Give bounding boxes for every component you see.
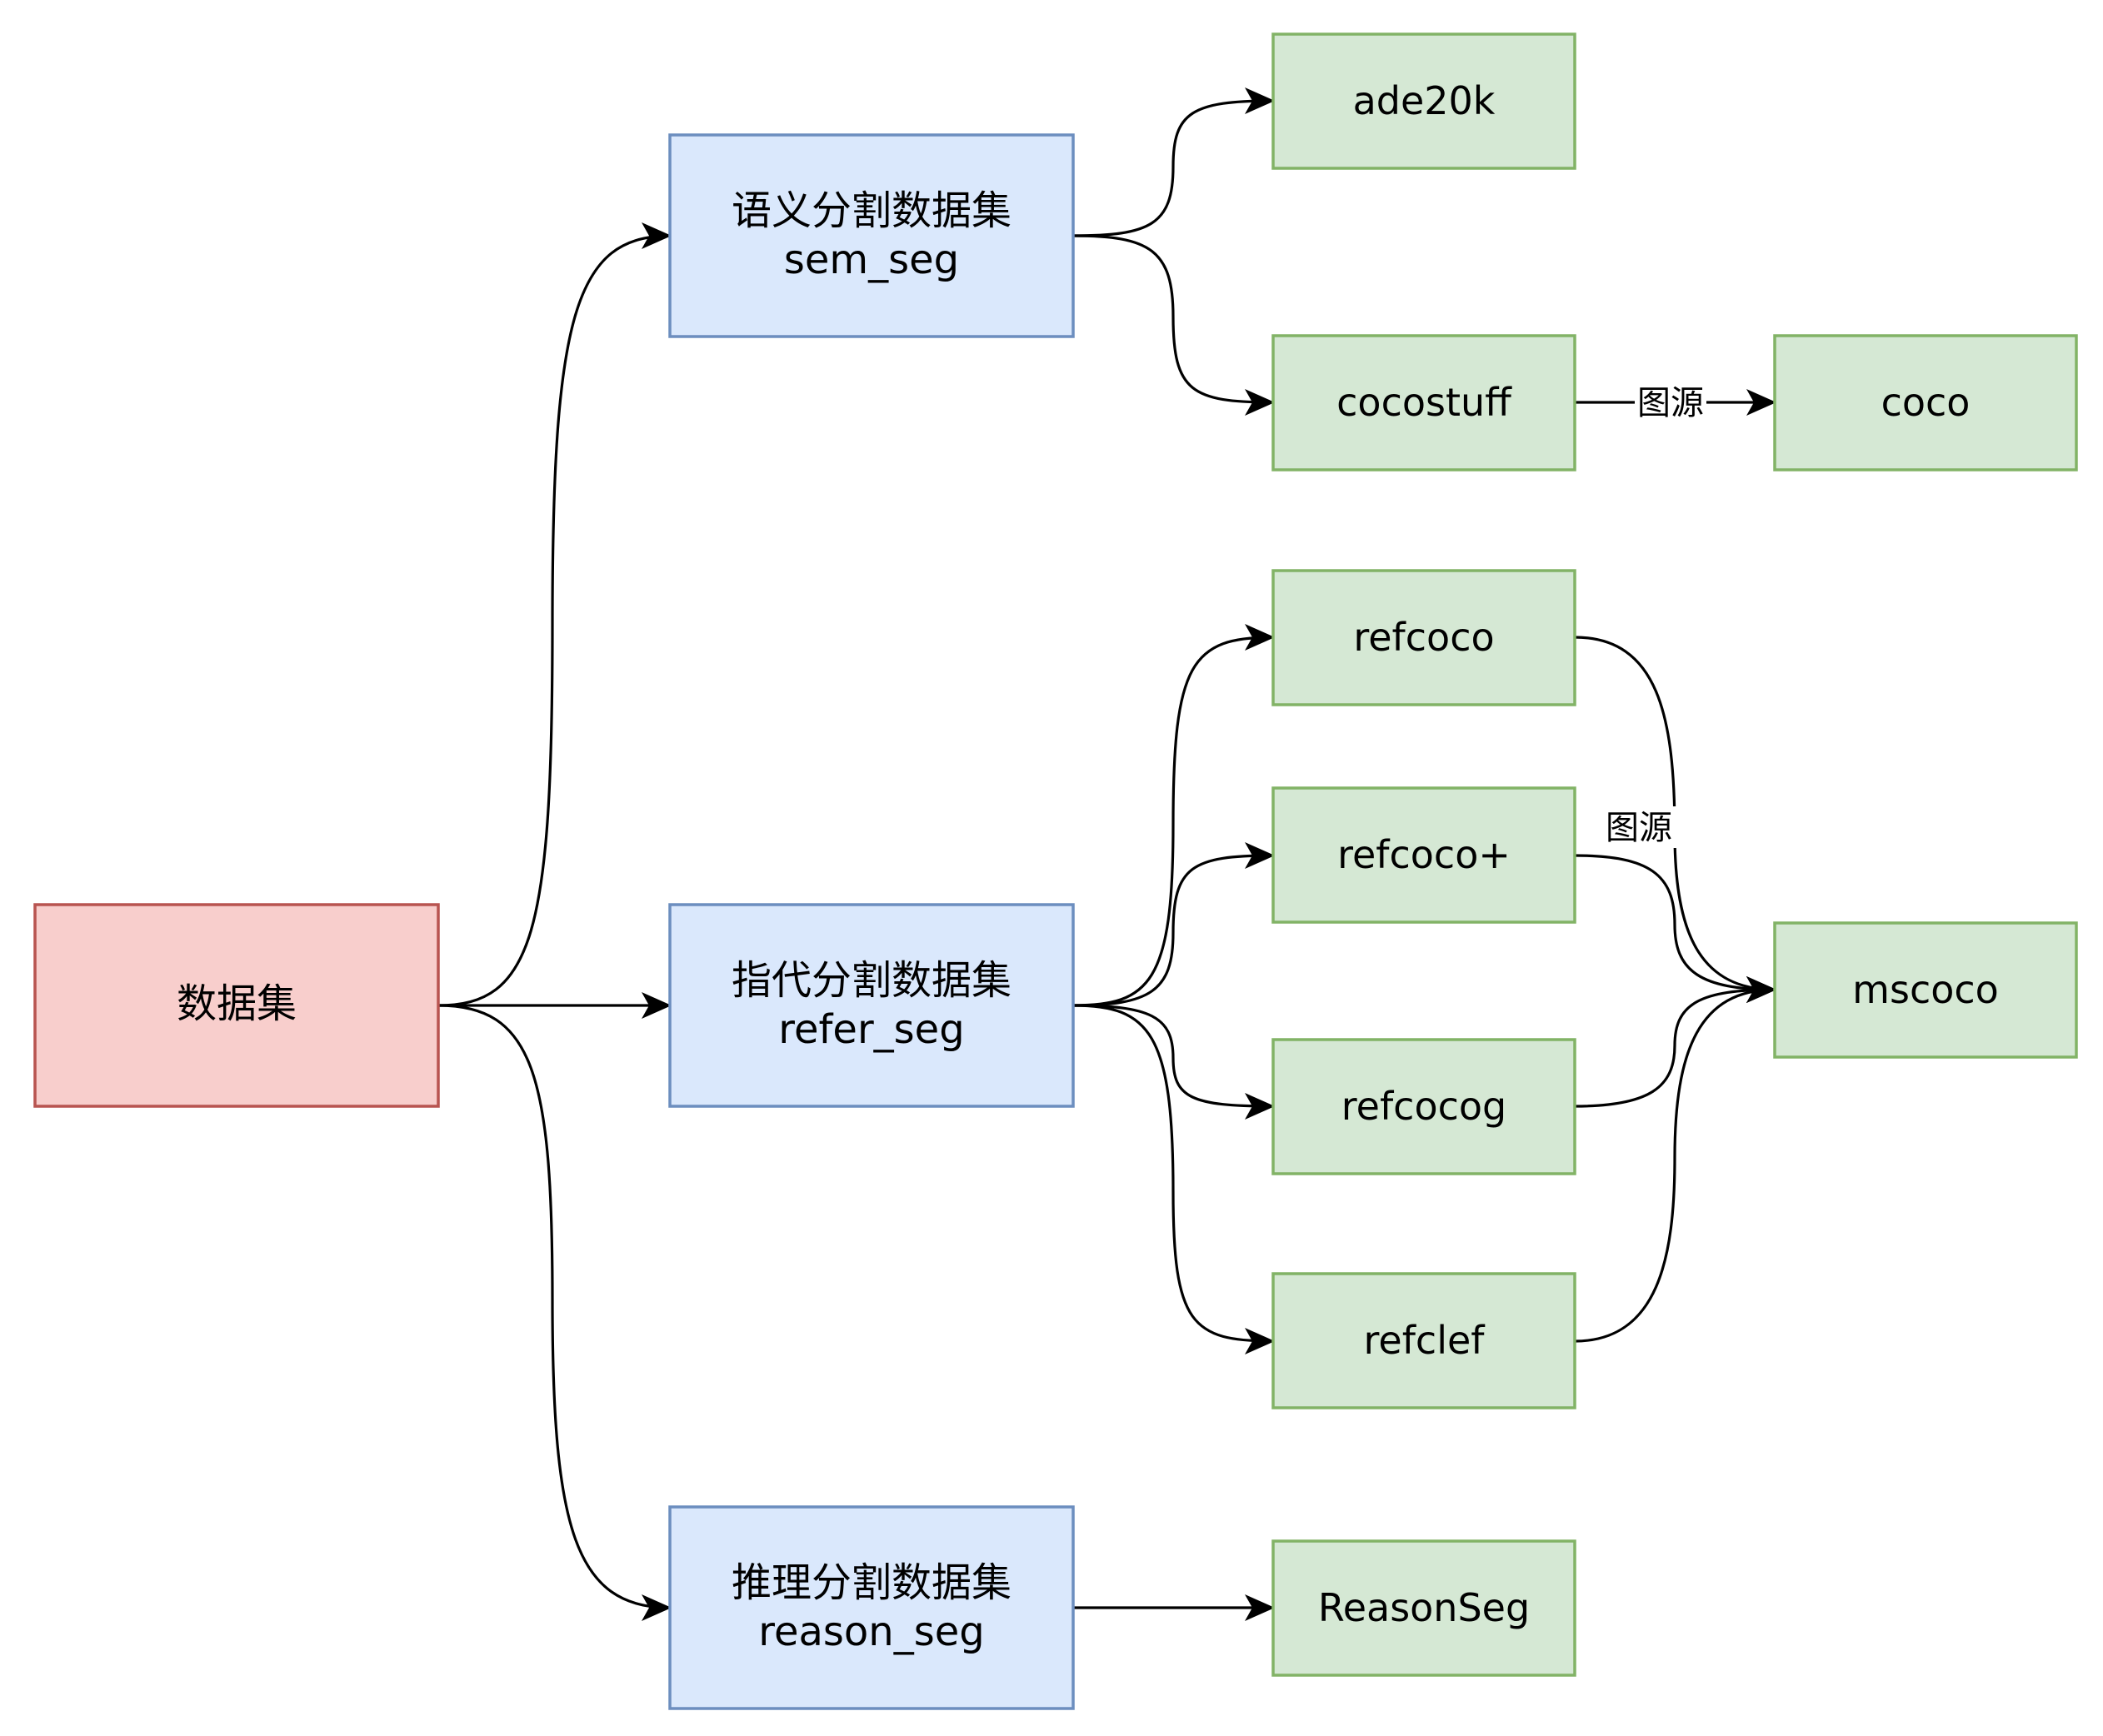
dataset-node-mscoco-box (1773, 921, 2078, 1059)
dataset-node-refcocog[interactable]: refcocog (1271, 1038, 1576, 1175)
dataset-node-cocostuff-box (1271, 334, 1576, 471)
dataset-node-refcoco-plus[interactable]: refcoco+ (1271, 786, 1576, 924)
dataset-node-refcoco-label: refcoco (1353, 615, 1494, 660)
dataset-node-reasonseg-label: ReasonSeg (1318, 1585, 1530, 1630)
root-node-label: 数据集 (177, 980, 297, 1027)
edge-refcoco-plus-to-mscoco (1574, 854, 1776, 1003)
category-node-refer-seg-key: refer_seg (778, 1006, 964, 1053)
dataset-node-ade20k[interactable]: ade20k (1271, 32, 1576, 170)
edge-label-refs-mscoco: 图源 (1606, 809, 1672, 847)
dataset-node-ade20k-box (1271, 32, 1576, 170)
edge-root-to-sem-seg (437, 222, 672, 1007)
root-node[interactable]: 数据集 (33, 903, 440, 1108)
category-node-sem-seg[interactable]: 语义分割数据集 sem_seg (668, 133, 1075, 338)
category-node-reason-seg[interactable]: 推理分割数据集 reason_seg (668, 1505, 1075, 1710)
dataset-node-mscoco[interactable]: mscoco (1773, 921, 2078, 1059)
root-node-box (33, 903, 440, 1108)
dataset-node-coco-box (1773, 334, 2078, 471)
category-node-refer-seg-box (668, 903, 1075, 1108)
edge-refer-seg-to-refclef (1072, 1004, 1275, 1354)
edge-refer-seg-to-refcoco (1072, 624, 1275, 1007)
category-node-reason-seg-key: reason_seg (758, 1609, 984, 1655)
dataset-node-refclef[interactable]: refclef (1271, 1272, 1576, 1409)
edge-refcocog-to-mscoco (1574, 976, 1776, 1108)
dataset-node-cocostuff[interactable]: cocostuff (1271, 334, 1576, 471)
dataset-node-reasonseg[interactable]: ReasonSeg (1271, 1539, 1576, 1677)
dataset-node-refcocog-box (1271, 1038, 1576, 1175)
dataset-node-refcoco-plus-label: refcoco+ (1337, 832, 1511, 877)
edge-sem-seg-to-ade20k (1072, 87, 1275, 237)
edge-refclef-to-mscoco (1574, 976, 1776, 1343)
dataset-node-coco[interactable]: coco (1773, 334, 2078, 471)
category-node-refer-seg-title: 指代分割数据集 (732, 957, 1012, 1004)
edge-sem-seg-to-cocostuff (1072, 234, 1275, 416)
edge-root-to-reason-seg (437, 1004, 672, 1621)
dataset-node-refcoco-box (1271, 569, 1576, 706)
dataset-node-refclef-label: refclef (1364, 1318, 1486, 1363)
dataset-node-ade20k-label: ade20k (1353, 78, 1496, 123)
edge-refer-seg-to-refcocog (1072, 1004, 1275, 1120)
category-node-reason-seg-title: 推理分割数据集 (732, 1559, 1012, 1606)
category-node-sem-seg-box (668, 133, 1075, 338)
category-node-refer-seg[interactable]: 指代分割数据集 refer_seg (668, 903, 1075, 1108)
dataset-node-refcocog-label: refcocog (1341, 1084, 1506, 1129)
category-node-reason-seg-box (668, 1505, 1075, 1710)
category-node-sem-seg-title: 语义分割数据集 (732, 187, 1012, 234)
edge-refer-seg-to-refcoco-plus (1072, 842, 1275, 1007)
edge-labels: 图源 图源 (1600, 382, 1706, 848)
dataset-node-coco-label: coco (1881, 380, 1971, 425)
dataset-node-cocostuff-label: cocostuff (1336, 380, 1512, 425)
dataset-node-refcoco[interactable]: refcoco (1271, 569, 1576, 706)
dataset-node-mscoco-label: mscoco (1852, 967, 1999, 1012)
category-node-sem-seg-key: sem_seg (784, 237, 959, 283)
edge-label-cocostuff-coco: 图源 (1637, 384, 1704, 422)
dataset-node-refcoco-plus-box (1271, 786, 1576, 924)
dataset-node-reasonseg-box (1271, 1539, 1576, 1677)
dataset-node-refclef-box (1271, 1272, 1576, 1409)
